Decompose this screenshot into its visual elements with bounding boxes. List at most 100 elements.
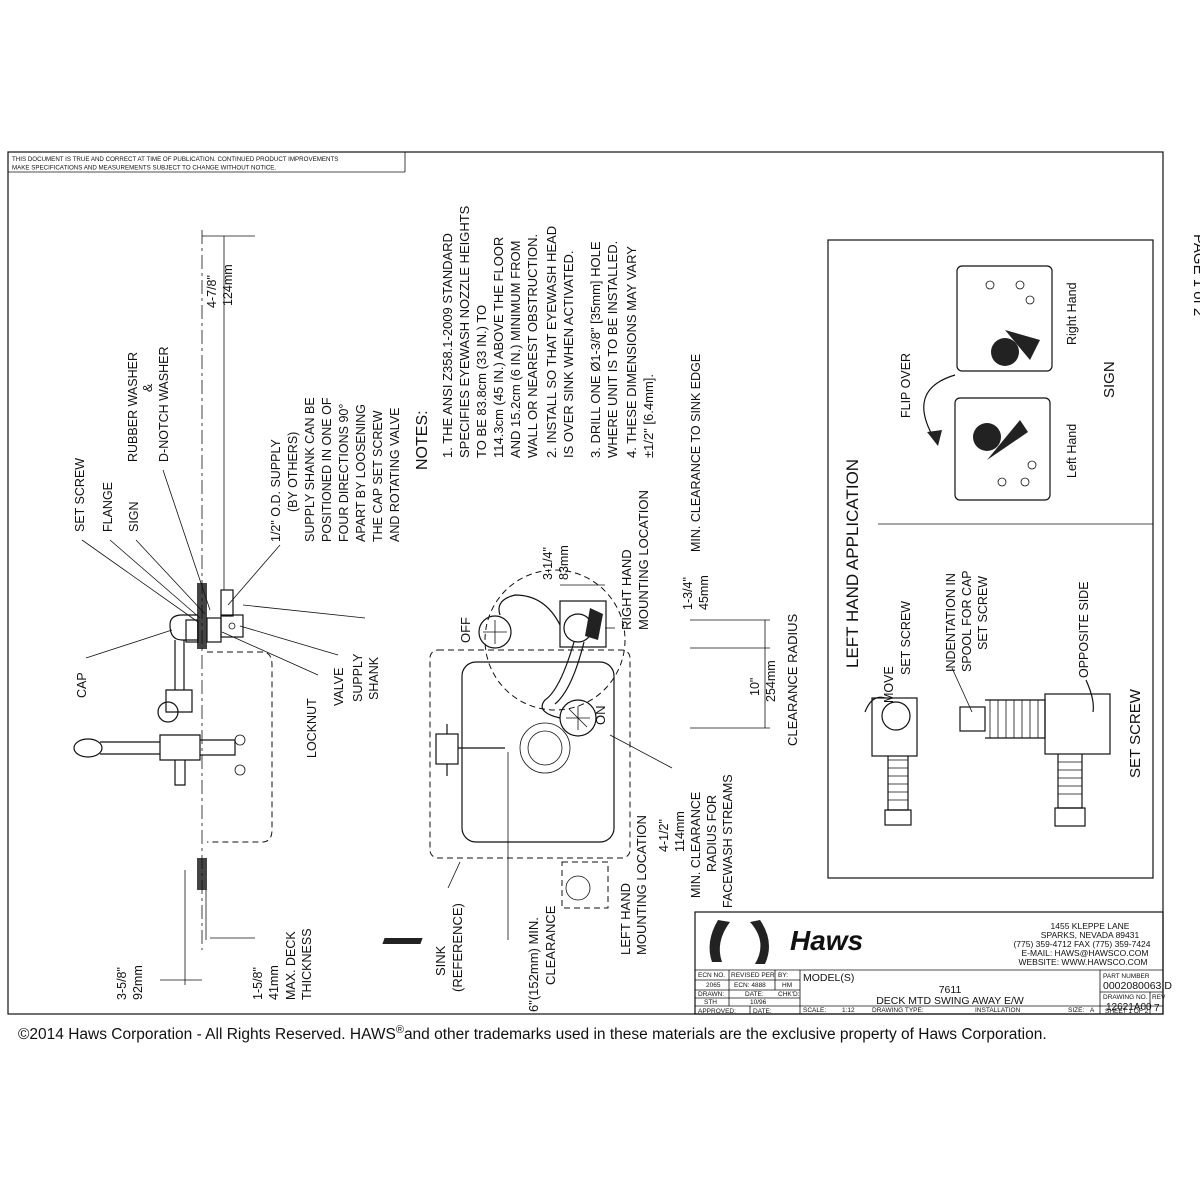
- lower-valve: [174, 760, 186, 786]
- swing-arm-pipe: [174, 640, 185, 690]
- swing-arm-on-inner: [554, 641, 585, 705]
- phone-line: (775) 359-4712 FAX (775) 359-7424: [1013, 939, 1150, 949]
- label-set-screw: SET SCREW: [73, 458, 87, 532]
- logo-mark-right: [750, 920, 769, 964]
- spool-threads: [989, 700, 1039, 738]
- plan-faucet-body: [435, 733, 459, 765]
- set-screw-spool: [887, 756, 909, 811]
- logo-mark-bar: [382, 938, 423, 944]
- supply-note: 1/2" O.D. SUPPLY (BY OTHERS) SUPPLY SHAN…: [269, 397, 402, 542]
- size-value: A: [1090, 1007, 1095, 1014]
- move-arrow: [864, 696, 886, 713]
- model-number: 7611: [939, 984, 962, 996]
- supply-note-line-7: THE CAP SET SCREW: [371, 410, 385, 542]
- registered-mark: ®: [395, 1024, 404, 1036]
- side-leaders: [81, 235, 366, 985]
- note-line: ±1/2" [6.4mm].: [641, 374, 656, 458]
- dim-254mm: 254mm: [764, 660, 778, 702]
- logo-mark-left: [709, 920, 730, 962]
- disclaimer-line-2: MAKE SPECIFICATIONS AND MEASUREMENTS SUB…: [12, 165, 276, 172]
- by-value: HM: [782, 982, 792, 989]
- indent-leader: [951, 667, 973, 713]
- dim-124mm: 124mm: [221, 264, 235, 306]
- note-line: WHERE UNIT IS TO BE INSTALLED.: [605, 241, 620, 458]
- label-lh-mount-2: MOUNTING LOCATION: [634, 815, 649, 955]
- title-block: [694, 911, 1164, 1015]
- model-description: DECK MTD SWING AWAY E/W: [876, 995, 1024, 1007]
- cap-shape: [169, 614, 198, 641]
- address-line-1: 1455 KLEPPE LANE: [1051, 921, 1130, 931]
- label-sink-2: (REFERENCE): [450, 903, 465, 992]
- label-lh-mount-1: LEFT HAND: [618, 883, 633, 955]
- label-supply-shank-2: SHANK: [367, 656, 381, 700]
- page-label: PAGE 1 of 2: [1190, 234, 1200, 316]
- label-max-deck-2: THICKNESS: [300, 928, 314, 1000]
- note-line: 3. DRILL ONE Ø1-3/8" [35mm] HOLE: [588, 241, 603, 458]
- label-sink-1: SINK: [433, 945, 448, 976]
- part-no-label: PART NUMBER: [1103, 973, 1150, 980]
- label-move-2: SET SCREW: [899, 601, 913, 675]
- locknut-shape: [206, 617, 222, 643]
- lh-application-box: [827, 239, 1154, 879]
- label-opposite: OPPOSITE SIDE: [1077, 581, 1091, 678]
- set-screw-cap: [871, 697, 918, 757]
- label-face-2: RADIUS FOR: [705, 795, 719, 872]
- sink-basin: [461, 661, 615, 843]
- supply-note-line-1: 1/2" O.D. SUPPLY: [269, 438, 283, 542]
- by-label: BY:: [778, 972, 788, 979]
- side-elevation: [73, 230, 273, 950]
- sign-lh-person: [973, 423, 1001, 451]
- lh-mount-flange: [565, 875, 591, 901]
- note-line: SPECIFIES EYEWASH NOZZLE HEIGHTS: [457, 205, 472, 458]
- supply-note-line-4: POSITIONED IN ONE OF: [320, 397, 334, 542]
- label-on: ON: [593, 706, 608, 726]
- copyright-pre: ©2014 Haws Corporation - All Rights Rese…: [18, 1026, 396, 1044]
- note-line: 114.3cm (45 IN.) ABOVE THE FLOOR: [491, 237, 506, 458]
- label-move-1: MOVE: [882, 666, 896, 703]
- supply-shank: [220, 589, 234, 617]
- label-sign-section: SIGN: [1101, 361, 1118, 398]
- copyright-notice: ©2014 Haws Corporation - All Rights Rese…: [18, 1024, 1188, 1044]
- set-screw-spool-nut: [884, 809, 912, 826]
- swing-arm-off: [498, 594, 561, 626]
- title-block-border: [694, 911, 1164, 1015]
- eyewash-head-off-spokes: [483, 620, 507, 644]
- dim-45mm: 45mm: [697, 575, 711, 610]
- flange-shape: [185, 619, 199, 643]
- supply-note-line-2: (BY OTHERS): [286, 432, 300, 512]
- eyewash-pipe: [100, 741, 160, 755]
- note-line: 2. INSTALL SO THAT EYEWASH HEAD: [544, 226, 559, 458]
- flip-arrow-head: [927, 430, 942, 446]
- sign-left-hand: [954, 397, 1051, 501]
- sheet-border: [7, 151, 1164, 1015]
- faucet-body: [159, 734, 201, 761]
- label-rubber-washer: RUBBER WASHER: [126, 352, 140, 462]
- dim-1-3-4: 1-3/4": [681, 577, 695, 610]
- drain-inner: [527, 730, 563, 766]
- eyewash-head-on: [559, 699, 597, 737]
- revised-per-label: REVISED PER: [731, 972, 775, 979]
- sink-outline: [429, 649, 631, 859]
- label-face-1: MIN. CLEARANCE: [689, 792, 703, 898]
- label-right-hand: Right Hand: [1065, 282, 1079, 345]
- notes-title: NOTES:: [414, 410, 431, 470]
- copyright-post: and other trademarks used in these mater…: [403, 1026, 1047, 1044]
- label-valve: VALVE: [332, 668, 346, 706]
- sign-right-hand: [956, 265, 1053, 372]
- logo-wordmark: Haws: [790, 925, 863, 956]
- label-clearance-radius: CLEARANCE RADIUS: [785, 613, 800, 746]
- label-cap: CAP: [75, 672, 89, 698]
- drawing-type-label: DRAWING TYPE:: [872, 1007, 924, 1014]
- drain: [519, 722, 571, 774]
- supply-note-line-5: FOUR DIRECTIONS 90°: [337, 404, 351, 542]
- spool-body: [985, 699, 1046, 739]
- haws-logo: Haws: [382, 920, 863, 964]
- label-max-deck-1: MAX. DECK: [284, 931, 298, 1000]
- note-line: WALL OR NEAREST OBSTRUCTION.: [525, 234, 540, 458]
- sign-lh-spray: [987, 420, 1028, 460]
- label-set-screw-section: SET SCREW: [1127, 688, 1144, 778]
- date2-label: DATE:: [753, 1008, 772, 1015]
- sign-rh-person: [991, 338, 1019, 366]
- notes-list: 1. THE ANSI Z358.1-2009 STANDARD SPECIFI…: [440, 205, 656, 458]
- drawn-value: STH: [704, 999, 717, 1006]
